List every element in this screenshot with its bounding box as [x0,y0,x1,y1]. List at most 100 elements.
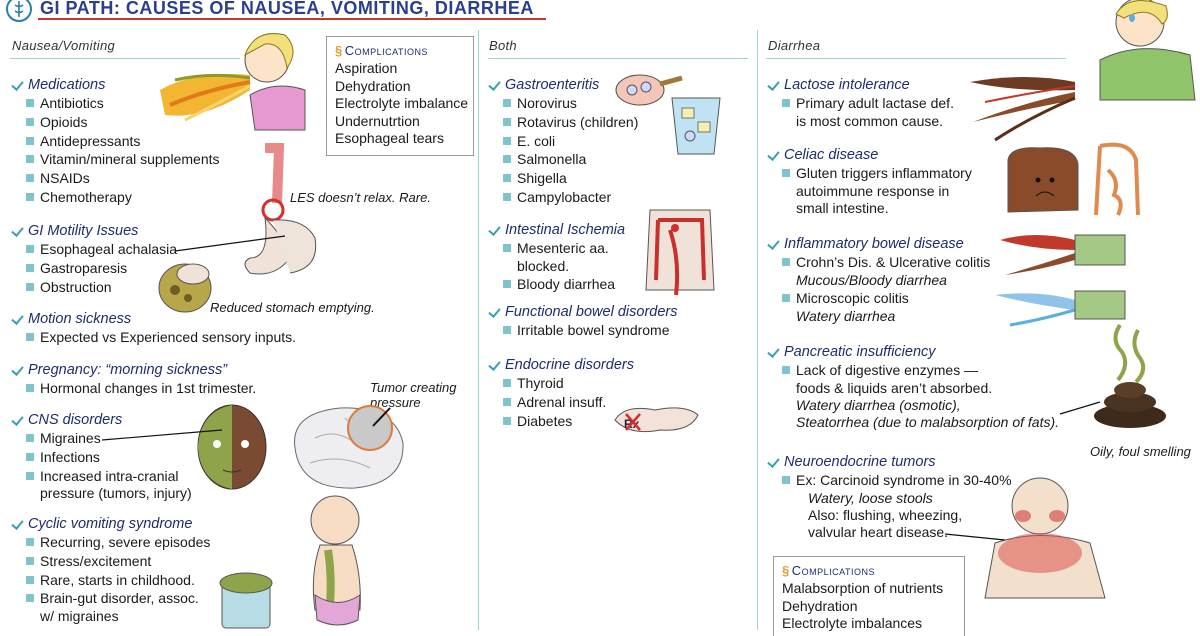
section-endocrine: Endocrine disorders Thyroid Adrenal insu… [489,356,634,430]
section-title: Functional bowel disorders [505,304,678,320]
list-item: Lack of digestive enzymes — [782,361,1059,380]
complication-item: Malabsorption of nutrients [782,580,944,596]
oily-note: Oily, foul smelling [1090,444,1191,459]
list-item: Obstruction [26,278,177,297]
list-item: Chemotherapy [26,188,220,207]
tumor-note: pressure [370,395,421,410]
list-item: Diabetes [503,412,634,431]
list-item: Opioids [26,113,220,132]
section-title: Gastroenteritis [505,77,600,93]
list-item: Shigella [503,169,638,188]
section-cns: CNS disorders Migraines Infections Incre… [12,411,192,502]
diarrhea-type-note: Watery diarrhea (osmotic), [796,396,961,413]
oily-stool-illustration [1059,323,1166,428]
check-icon [12,313,24,325]
list-item: Vitamin/mineral supplements [26,150,220,169]
list-item-continued: pressure (tumors, injury) [40,485,192,502]
column-divider [478,30,479,630]
list-item: Antidepressants [26,132,220,151]
check-icon [12,79,24,91]
list-item-continued: Also: flushing, wheezing, [808,506,963,523]
column-header-diarrhea: Diarrhea [768,38,821,53]
brain-tumor-illustration [294,405,404,489]
section-ischemia: Intestinal Ischemia Mesenteric aa. block… [489,221,625,294]
intestine-ischemia-illustration [645,209,715,296]
section-pregnancy: Pregnancy: “morning sickness” Hormonal c… [12,361,256,398]
list-item: Norovirus [503,94,638,113]
complication-item: Undernutrtion [335,112,420,129]
pointer-line [101,429,223,441]
title-underline [38,18,546,20]
section-celiac: Celiac disease Gluten triggers inflammat… [768,146,972,217]
header-divider [488,58,748,59]
section-functional: Functional bowel disorders Irritable bow… [489,303,677,340]
list-item: Bloody diarrhea [503,275,625,294]
list-item-continued: valvular heart disease. [808,523,949,540]
list-item: Rotavirus (children) [503,113,638,132]
list-item-continued: foods & liquids aren’t absorbed. [796,379,993,396]
check-icon [12,518,24,530]
list-item: Primary adult lactase def. [782,94,954,113]
section-title: GI Motility Issues [28,223,139,239]
check-icon [12,225,24,237]
list-item: Salmonella [503,150,638,169]
list-item: Crohn’s Dis. & Ulcerative colitis [782,253,990,272]
complication-item: Esophageal tears [335,130,444,146]
section-title: Lactose intolerance [784,77,910,93]
section-title: Pancreatic insufficiency [784,344,936,360]
stomach-note: Reduced stomach emptying. [210,300,375,315]
logo-icon [6,0,32,22]
check-icon [768,346,780,358]
list-item: Gastroparesis [26,259,177,278]
complication-item: Dehydration [335,77,411,94]
list-item: Esophageal achalasia [26,240,177,259]
diarrhea-type-note: Watery, loose stools [808,489,933,506]
header-divider [766,58,1066,59]
diarrhea-type-note: Steatorrhea (due to malabsorption of fat… [796,413,1060,430]
column-header-both: Both [489,38,517,53]
list-item: Migraines [26,429,192,448]
complications-icon: § [782,563,790,578]
carcinoid-flushing-illustration [944,477,1106,599]
section-title: Pregnancy: “morning sickness” [28,362,228,378]
list-item: Microscopic colitis [782,289,990,308]
section-lactose: Lactose intolerance Primary adult lactas… [768,76,954,130]
tumor-note: Tumor creating [370,380,457,395]
list-item: Hormonal changes in 1st trimester. [26,379,256,398]
obstruction-illustration [158,263,212,313]
section-motion-sickness: Motion sickness Expected vs Experienced … [12,310,296,347]
complication-item: Aspiration [335,60,398,76]
check-icon [489,224,501,236]
list-item: Irritable bowel syndrome [503,321,677,340]
diarrhea-spray-illustration [970,77,1076,142]
list-item: Increased intra-cranial [26,467,192,486]
section-medications: Medications Antibiotics Opioids Antidepr… [12,76,220,207]
section-title: Medications [28,77,106,93]
list-item: Brain-gut disorder, assoc. [26,589,210,608]
column-divider [757,30,758,630]
sick-boy-illustration [1099,0,1196,101]
complications-icon: § [335,43,343,58]
complication-item: Electrolyte imbalance [335,95,469,111]
list-item: Recurring, severe episodes [26,533,210,552]
ibd-illustration [995,234,1126,327]
vomiting-girl-illustration [160,33,306,131]
pancreas-illustration: Rx [614,407,699,433]
list-item-continued: autoimmune response in [796,182,950,199]
list-item: Infections [26,448,192,467]
list-item: Ex: Carcinoid syndrome in 30-40% [782,471,1012,490]
complication-item: Dehydration [782,597,858,614]
diarrhea-type-note: Mucous/Bloody diarrhea [796,271,947,288]
complications-box-nausea: §Complications Aspiration Dehydration El… [326,36,474,156]
header-divider [10,58,240,59]
contaminated-food-illustration [615,74,721,155]
list-item: E. coli [503,132,638,151]
complications-title: Complications [791,563,875,578]
diarrhea-type-note: Watery diarrhea [796,307,896,324]
section-title: Intestinal Ischemia [505,222,626,238]
check-icon [489,306,501,318]
list-item: Expected vs Experienced sensory inputs. [26,328,296,347]
list-item: Rare, starts in childhood. [26,571,210,590]
stomach-illustration [244,143,317,275]
section-title: Endocrine disorders [505,357,634,373]
